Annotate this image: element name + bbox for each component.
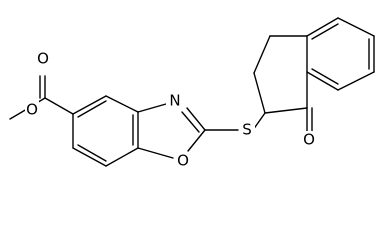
atom-labels: O O N O S O	[25, 50, 316, 170]
thioether-sulfur-background	[239, 121, 255, 139]
oxazole-nitrogen-label: N	[169, 92, 180, 110]
bond-ch2-a-ch2-b	[253, 35, 271, 74]
bond-aromatic-5	[306, 71, 339, 91]
bond-benzene-5	[72, 147, 107, 167]
bond-benzene-5-inner	[77, 144, 107, 162]
ester-carbonyl-oxygen-label: O	[37, 50, 49, 68]
ketone-oxygen-background	[302, 131, 316, 149]
thioether-sulfur-label: S	[242, 121, 252, 139]
ester-methoxy-oxygen-background	[25, 101, 39, 119]
bond-lines	[9, 17, 375, 167]
bond-oxazole-n-c2-a	[186, 107, 206, 131]
bond-oxazole-c3a-n	[137, 103, 167, 113]
bond-benzene-1	[72, 95, 107, 115]
ketone-oxygen-label: O	[303, 131, 315, 149]
bond-ch-carbonyl	[264, 107, 308, 114]
bond-aromatic-1-inner	[311, 23, 339, 40]
oxazole-nitrogen-background	[166, 92, 184, 110]
bond-methyl-oxygen	[9, 108, 28, 120]
ester-carbonyl-oxygen-background	[36, 50, 50, 68]
bond-benzene-2	[105, 95, 139, 113]
bond-oxazole-o-c7a	[137, 147, 174, 159]
ester-methoxy-oxygen-label: O	[26, 101, 38, 119]
bond-ch-ch2-a	[253, 72, 266, 114]
bond-benzene-1-inner	[77, 100, 107, 118]
chemical-structure: O O N O S O	[9, 17, 375, 170]
oxazole-oxygen-background	[176, 152, 190, 170]
oxazole-oxygen-label: O	[177, 152, 189, 170]
bond-oxazole-c2-o	[187, 129, 206, 152]
bond-aromatic-5-inner	[311, 68, 339, 85]
bond-aromatic-4	[337, 71, 375, 91]
bond-oxazole-n-c2-b	[181, 111, 200, 133]
bond-aromatic-2	[337, 17, 375, 37]
bond-ester-to-ring	[44, 97, 74, 115]
bond-benzene-4	[105, 147, 139, 167]
bond-aromatic-1	[306, 17, 339, 37]
